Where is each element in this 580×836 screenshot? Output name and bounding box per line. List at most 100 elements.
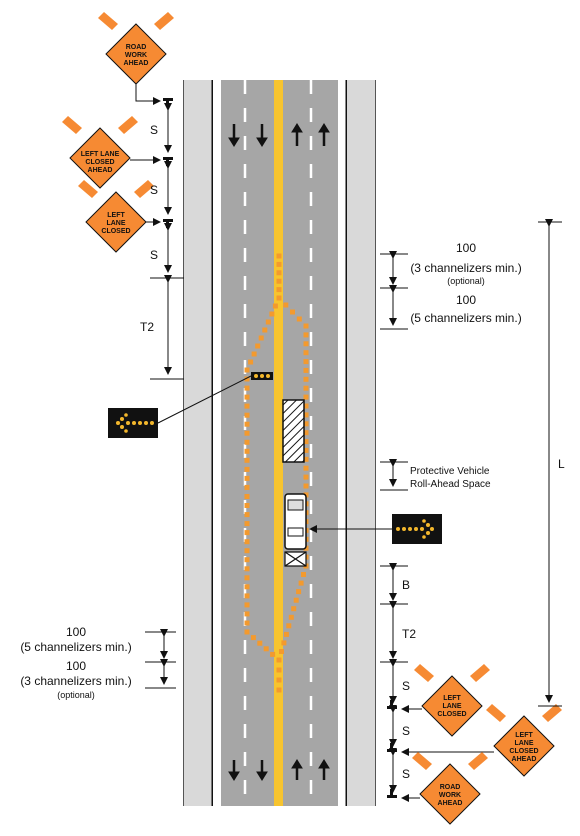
channelizer bbox=[290, 309, 295, 315]
sign-text: LEFT bbox=[443, 695, 461, 702]
channelizer bbox=[244, 448, 250, 454]
channelizer bbox=[303, 367, 309, 373]
channelizer bbox=[244, 439, 250, 445]
channelizer bbox=[276, 287, 282, 293]
arrow-down-icon bbox=[228, 760, 240, 781]
channelizer bbox=[296, 316, 302, 322]
channelizer bbox=[303, 323, 309, 329]
dim-100: 100 bbox=[66, 625, 86, 639]
label-t2: T2 bbox=[140, 320, 154, 334]
label-roll-ahead-space: Roll-Ahead Space bbox=[410, 479, 491, 490]
sign-text: CLOSED bbox=[101, 228, 130, 235]
sign-text: LANE bbox=[514, 740, 533, 747]
dim-optional: (optional) bbox=[447, 276, 485, 286]
label-t2: T2 bbox=[402, 627, 416, 641]
channelizer bbox=[303, 394, 309, 400]
channelizer bbox=[248, 359, 254, 365]
dim-5-channelizers: (5 channelizers min.) bbox=[410, 311, 521, 325]
right-shoulder bbox=[347, 80, 375, 806]
arrow-up-icon bbox=[318, 759, 330, 780]
dimensions-right bbox=[380, 219, 562, 793]
sign-left-lane-closed-r: LEFT LANE CLOSED bbox=[414, 664, 490, 737]
center-line bbox=[274, 80, 283, 806]
sign-road-work-ahead-top: ROAD WORK AHEAD bbox=[98, 12, 174, 92]
channelizer bbox=[303, 412, 309, 418]
channelizer bbox=[244, 530, 250, 536]
channelizer bbox=[303, 447, 309, 453]
channelizer bbox=[244, 394, 250, 400]
label-s: S bbox=[150, 123, 158, 137]
channelizer bbox=[265, 319, 271, 325]
channelizer bbox=[244, 475, 250, 481]
channelizer bbox=[296, 589, 302, 595]
channelizer bbox=[303, 332, 309, 338]
lane-arrows bbox=[228, 123, 330, 781]
channelizer bbox=[276, 657, 282, 663]
sign-text: LEFT bbox=[107, 212, 125, 219]
label-protective-vehicle: Protective Vehicle bbox=[410, 466, 490, 477]
channelizer bbox=[303, 456, 309, 462]
channelizer bbox=[244, 367, 250, 373]
arrow-board-right bbox=[309, 514, 442, 544]
channelizer bbox=[279, 649, 284, 654]
sign-text: LANE bbox=[442, 703, 461, 710]
channelizer bbox=[244, 421, 250, 427]
channelizer bbox=[283, 631, 289, 637]
channelizer bbox=[244, 602, 250, 608]
channelizer bbox=[303, 376, 309, 382]
channelizer bbox=[303, 421, 309, 427]
channelizer bbox=[303, 403, 309, 409]
sign-text: ROAD bbox=[126, 44, 147, 51]
label-s: S bbox=[402, 724, 410, 738]
channelizer bbox=[244, 521, 250, 527]
sign-text: LEFT bbox=[515, 732, 533, 739]
channelizer bbox=[244, 557, 250, 563]
dim-100: 100 bbox=[456, 241, 476, 255]
label-s: S bbox=[402, 679, 410, 693]
sign-text: CLOSED bbox=[509, 748, 538, 755]
channelizer bbox=[250, 635, 256, 641]
arrow-down-icon bbox=[228, 124, 240, 147]
channelizer bbox=[244, 376, 250, 382]
channelizer bbox=[283, 302, 289, 308]
work-area bbox=[282, 399, 305, 463]
channelizer bbox=[255, 343, 261, 349]
sign-left-lane-closed-ahead: LEFT LANE CLOSED AHEAD bbox=[62, 116, 138, 189]
channelizer bbox=[298, 580, 304, 586]
dim-100: 100 bbox=[456, 293, 476, 307]
sign-text: AHEAD bbox=[512, 756, 537, 763]
sign-text: AHEAD bbox=[124, 60, 149, 67]
sign-left-lane-closed: LEFT LANE CLOSED bbox=[78, 180, 154, 253]
channelizer bbox=[303, 350, 309, 356]
label-b: B bbox=[402, 578, 410, 592]
channelizer bbox=[244, 620, 250, 626]
channelizer bbox=[244, 466, 250, 472]
sign-text: WORK bbox=[439, 792, 461, 799]
channelizer bbox=[303, 483, 309, 489]
sign-text: CLOSED bbox=[437, 711, 466, 718]
channelizer bbox=[244, 457, 250, 463]
channelizer bbox=[303, 430, 309, 436]
sign-text: ROAD bbox=[440, 784, 461, 791]
dim-optional: (optional) bbox=[57, 690, 95, 700]
channelizer bbox=[303, 465, 309, 471]
channelizer bbox=[281, 640, 287, 646]
channelizer bbox=[244, 403, 250, 409]
channelizer bbox=[244, 430, 250, 436]
channelizer bbox=[270, 651, 276, 657]
arrow-left-icon bbox=[116, 413, 154, 433]
sign-text: LEFT LANE bbox=[81, 151, 120, 158]
channelizer bbox=[276, 677, 282, 683]
label-s: S bbox=[150, 183, 158, 197]
channelizer bbox=[276, 261, 282, 267]
channelizer bbox=[258, 335, 264, 341]
channelizer bbox=[276, 253, 282, 259]
sign-text: AHEAD bbox=[88, 167, 113, 174]
channelizer bbox=[244, 629, 250, 635]
dimensions-left bbox=[145, 103, 184, 689]
arrow-up-icon bbox=[318, 123, 330, 146]
channelizer bbox=[303, 474, 309, 480]
arrow-up-icon bbox=[291, 123, 303, 146]
left-shoulder bbox=[184, 80, 212, 806]
label-l: L bbox=[558, 457, 565, 471]
